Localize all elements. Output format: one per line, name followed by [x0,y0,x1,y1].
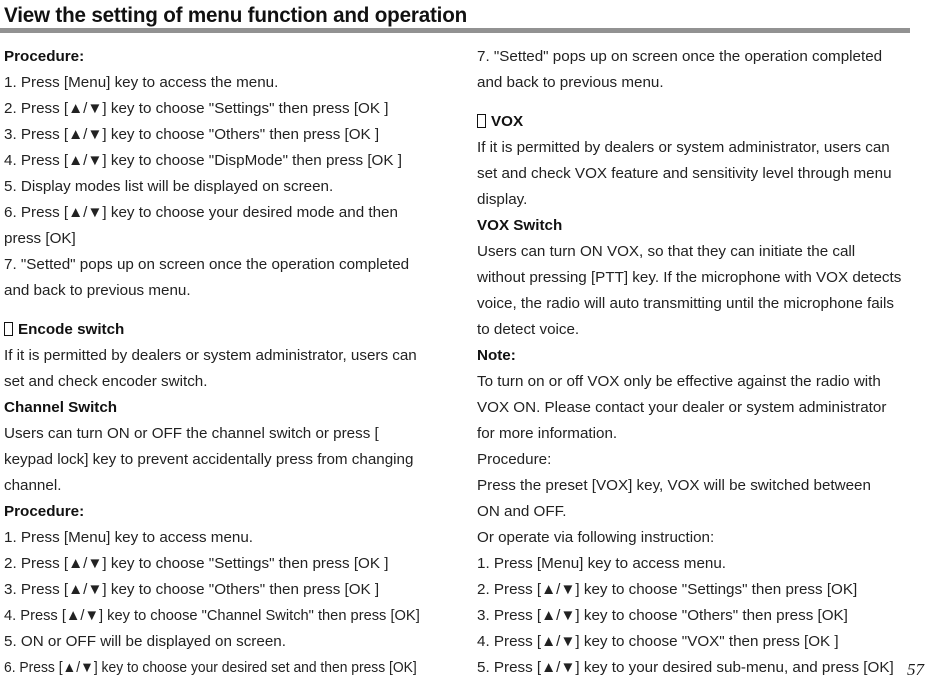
body-text-line: to detect voice. [477,321,580,338]
section-heading-with-bullet: Encode switch [4,317,456,343]
body-text-line: and back to previous menu. [4,282,191,299]
section-heading: VOX Switch [477,217,563,234]
body-text-line: If it is permitted by dealers or system … [4,347,417,364]
body-text-line: voice, the radio will auto transmitting … [477,295,895,312]
body-text-line: Or operate via following instruction: [477,529,715,546]
right-text-column: 7. "Setted" pops up on screen once the o… [477,44,937,681]
body-text-line: and back to previous menu. [477,74,664,91]
body-text-line: 4. Press [▲/▼] key to choose "VOX" then … [477,633,839,650]
section-heading: Procedure: [4,503,85,520]
page-title: View the setting of menu function and op… [4,3,468,27]
tofu-box-icon [477,114,486,128]
body-text-line: press [OK] [4,230,76,247]
body-text-line: 3. Press [▲/▼] key to choose "Others" th… [4,126,380,143]
body-text-line: keypad lock] key to prevent accidentally… [4,451,414,468]
paragraph-spacer [4,304,456,317]
body-text-line: without pressing [PTT] key. If the micro… [477,269,902,286]
section-heading: Note: [477,347,516,364]
body-text-line: set and check VOX feature and sensitivit… [477,165,892,182]
body-text-line: 2. Press [▲/▼] key to choose "Settings" … [4,555,389,572]
body-text-line: Users can turn ON or OFF the channel swi… [4,425,379,442]
body-text-line: Procedure: [477,451,552,468]
body-text-line: 2. Press [▲/▼] key to choose "Settings" … [4,100,389,117]
body-text-line: for more information. [477,425,618,442]
page-number: 57 [907,660,924,679]
left-text-column: Procedure: 1. Press [Menu] key to access … [4,44,456,681]
body-text-line: 7. "Setted" pops up on screen once the o… [477,48,883,65]
body-text-line: 2. Press [▲/▼] key to choose "Settings" … [477,581,858,598]
section-heading: Procedure: [4,48,85,65]
body-text-line: 1. Press [Menu] key to access menu. [477,555,727,572]
body-text-line: 1. Press [Menu] key to access the menu. [4,74,279,91]
body-text-line: 4. Press [▲/▼] key to choose "DispMode" … [4,152,402,169]
body-text-line: Users can turn ON VOX, so that they can … [477,243,856,260]
body-text-line: 5. Display modes list will be displayed … [4,178,334,195]
body-text-line: set and check encoder switch. [4,373,208,390]
body-text-line: If it is permitted by dealers or system … [477,139,890,156]
body-text-line: 7. "Setted" pops up on screen once the o… [4,256,410,273]
body-text-line: To turn on or off VOX only be effective … [477,373,881,390]
body-text-line: 3. Press [▲/▼] key to choose "Others" th… [477,607,848,624]
body-text-line: 3. Press [▲/▼] key to choose "Others" th… [4,581,380,598]
body-text-line: Press the preset [VOX] key, VOX will be … [477,477,871,494]
paragraph-spacer [477,96,937,109]
body-text-line: display. [477,191,528,208]
body-text-line: 5. ON or OFF will be displayed on screen… [4,633,286,650]
body-text-line: 6. Press [▲/▼] key to choose your desire… [4,660,417,676]
title-divider-rule [0,28,910,33]
body-text-line: 5. Press [▲/▼] key to your desired sub-m… [477,659,894,676]
body-text-line: 4. Press [▲/▼] key to choose "Channel Sw… [4,607,420,624]
body-text-line: 1. Press [Menu] key to access menu. [4,529,254,546]
section-heading-label: VOX [491,113,524,130]
body-text-line: channel. [4,477,62,494]
section-heading-with-bullet: VOX [477,109,937,135]
tofu-box-icon [4,322,13,336]
body-text-line: 6. Press [▲/▼] key to choose your desire… [4,204,398,221]
section-heading-label: Encode switch [18,321,125,338]
body-text-line: ON and OFF. [477,503,567,520]
body-text-line: VOX ON. Please contact your dealer or sy… [477,399,887,416]
section-heading: Channel Switch [4,399,118,416]
